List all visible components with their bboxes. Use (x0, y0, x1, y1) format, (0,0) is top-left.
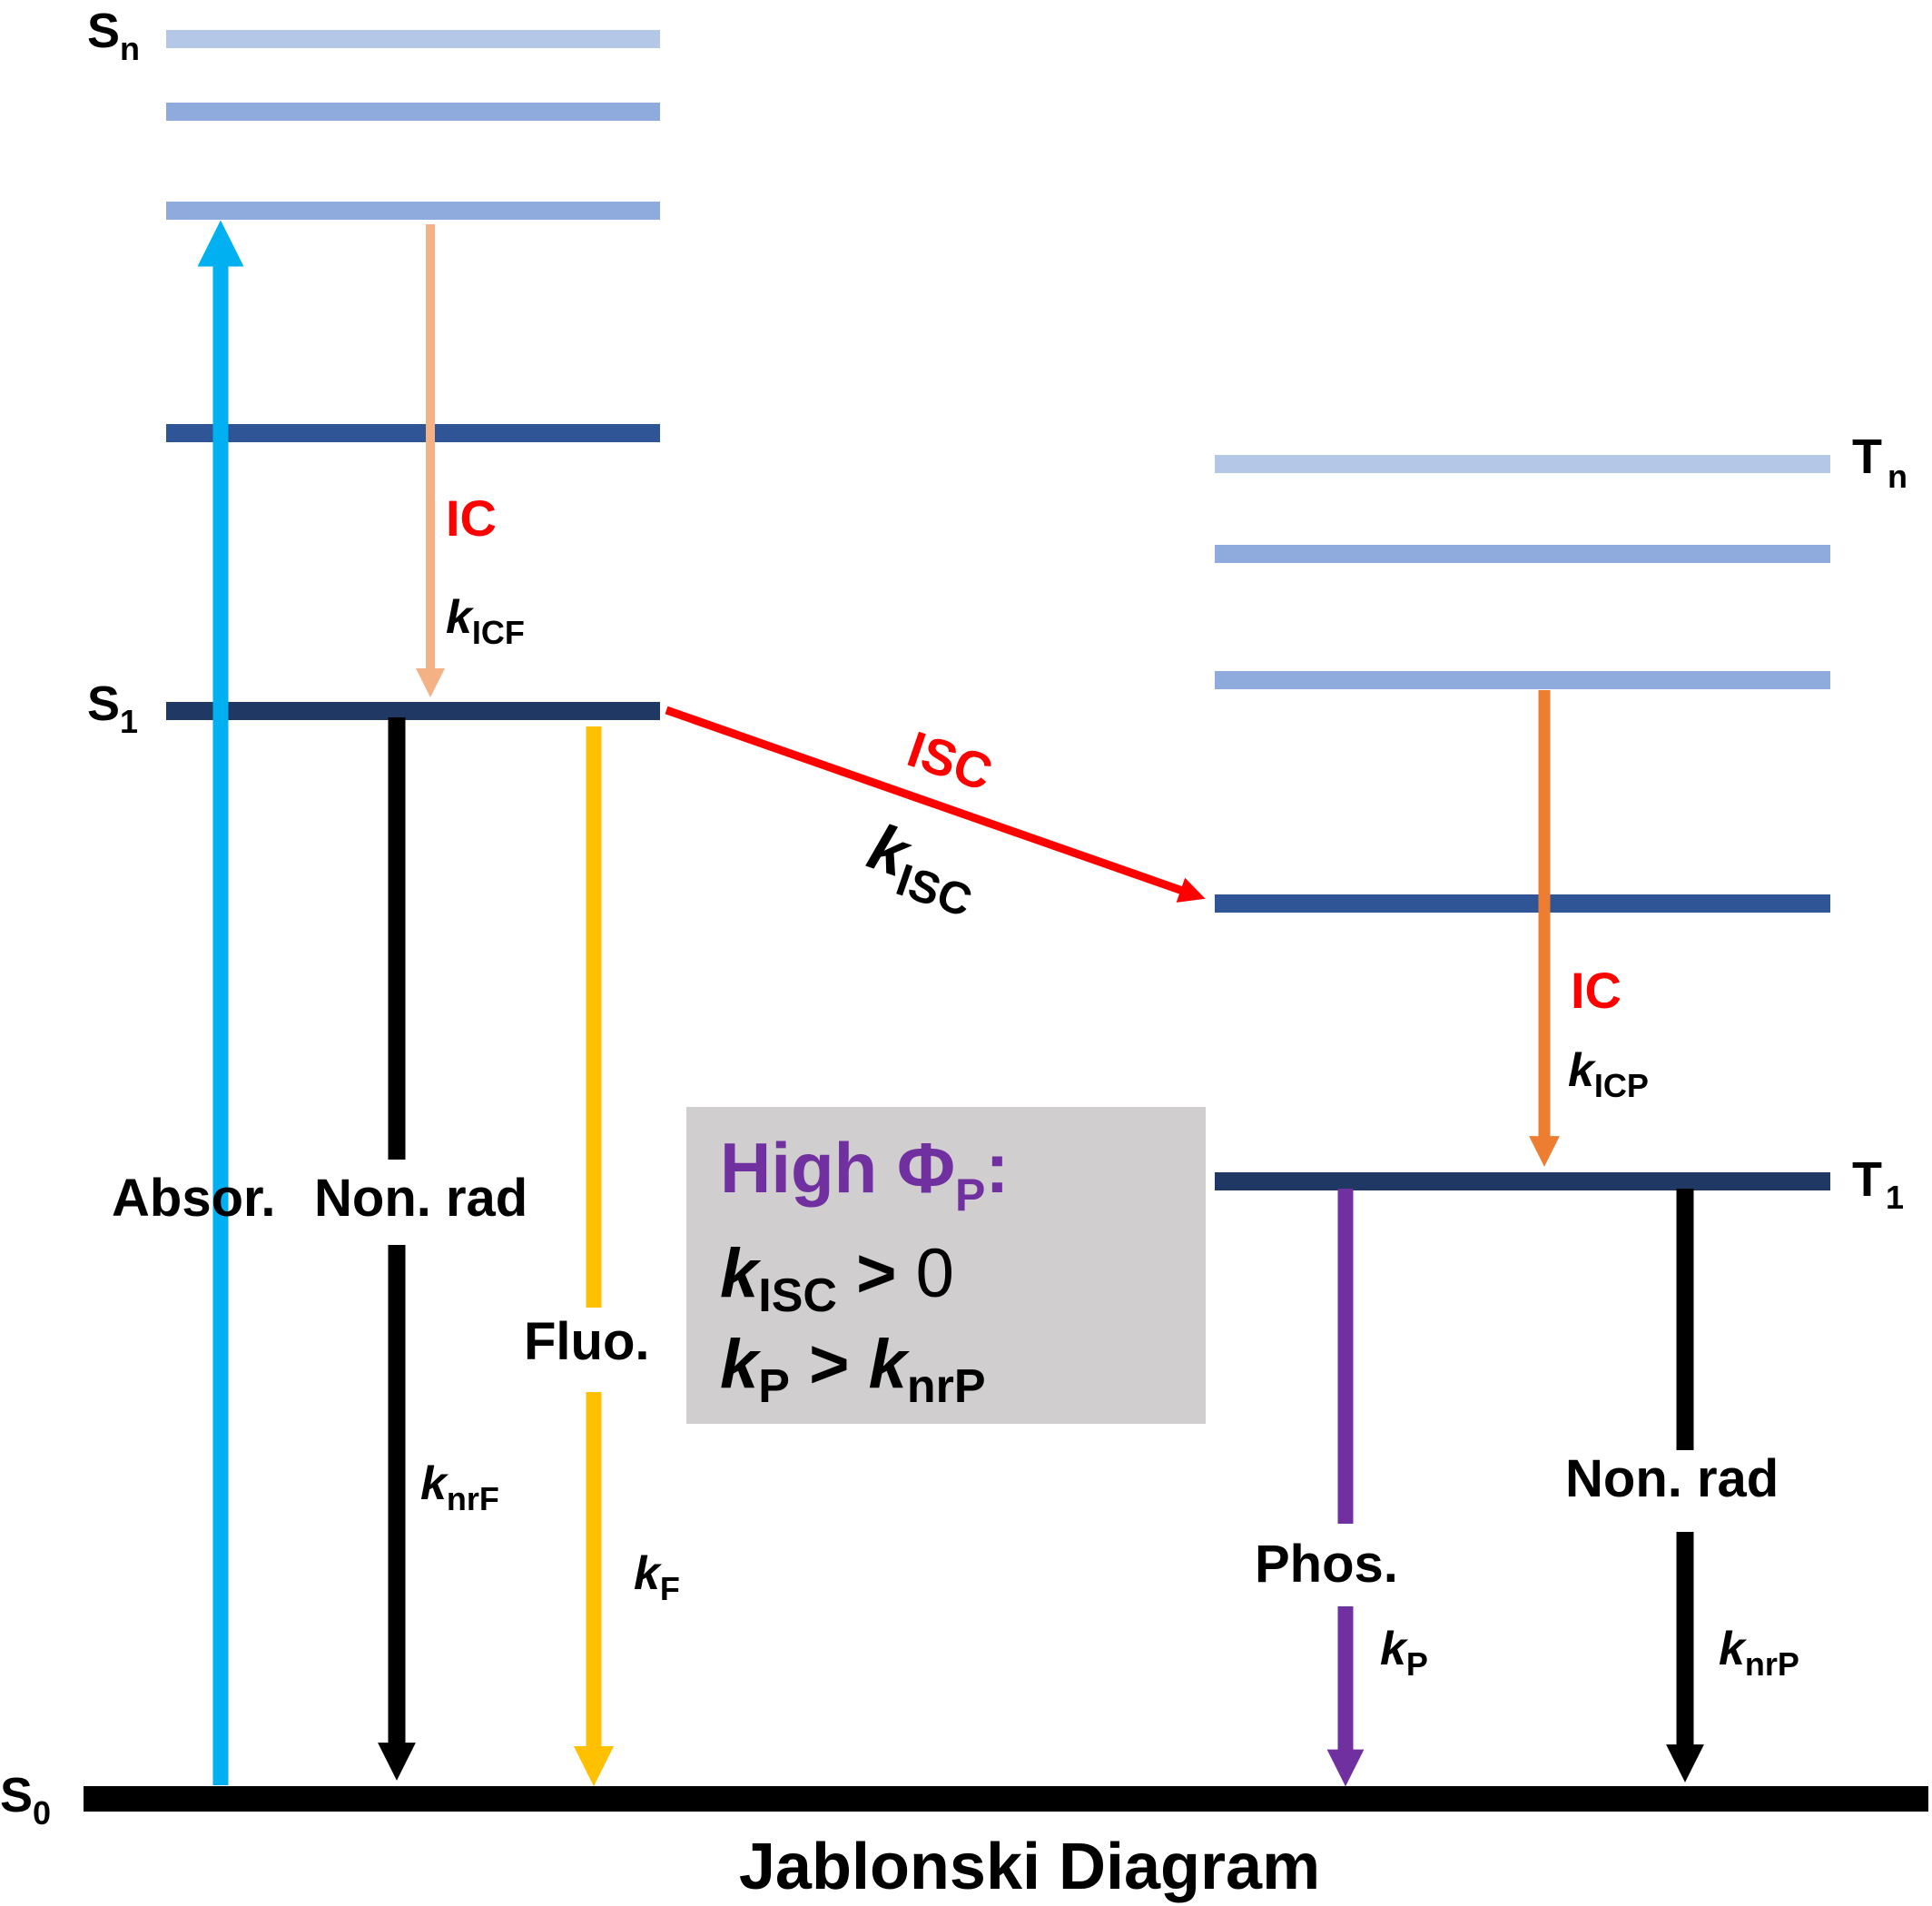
condition-box (686, 1107, 1206, 1424)
state-label-s1: S1 (87, 676, 138, 740)
condition-line-p: kP > knrP (720, 1326, 986, 1413)
fluorescence-rate: kF (634, 1547, 680, 1607)
nonrad-singlet-label: Non. rad (314, 1169, 527, 1228)
state-label-s0: S0 (0, 1768, 51, 1832)
phosphorescence-label: Phos. (1255, 1535, 1398, 1594)
phosphorescence-rate: kP (1380, 1623, 1428, 1683)
condition-heading: High ΦP: (720, 1128, 1009, 1220)
isc-rate: kISC (856, 810, 990, 926)
condition-line-isc: kISC > 0 (720, 1235, 954, 1322)
ic-triplet-label: IC (1571, 962, 1622, 1019)
nonrad-triplet-label: Non. rad (1565, 1449, 1779, 1508)
diagram-title: Jablonski Diagram (739, 1831, 1320, 1903)
nonrad-singlet-rate: knrF (420, 1457, 499, 1517)
ic-triplet-rate: kICP (1568, 1044, 1649, 1104)
ic-singlet-rate: kICF (446, 591, 525, 651)
ic-singlet-label: IC (446, 489, 497, 547)
isc-label: ISC (901, 720, 1000, 802)
absorption-label: Absor. (112, 1169, 276, 1228)
isc-arrow (665, 706, 1206, 903)
fluorescence-label: Fluo. (524, 1312, 650, 1371)
state-label-sn: Sn (87, 4, 140, 67)
nonrad-triplet-rate: knrP (1719, 1623, 1799, 1683)
